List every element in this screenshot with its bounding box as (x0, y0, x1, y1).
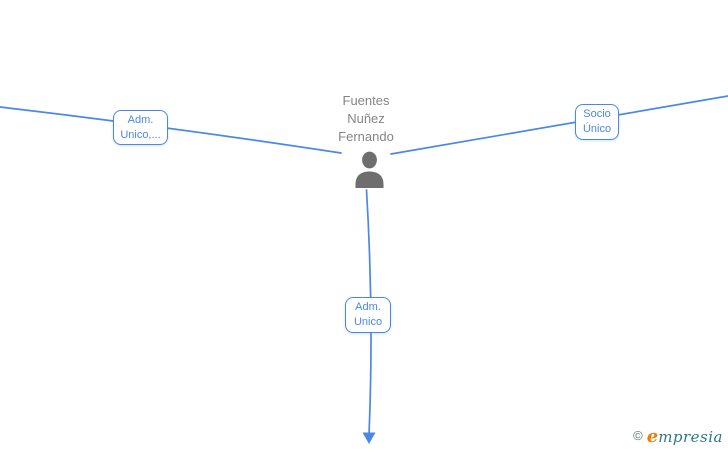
copyright-icon: © (633, 428, 643, 443)
edge-label-line: Socio (583, 108, 611, 120)
central-node-name: Fuentes Nuñez Fernando (266, 92, 466, 146)
edge-label-line: Unico (353, 316, 383, 328)
central-node-name-line: Fernando (338, 129, 394, 144)
edge-label-line: Único (582, 123, 612, 135)
edge-label-line: Unico,... (120, 128, 161, 141)
person-icon[interactable] (355, 151, 384, 188)
central-node-name-line: Fuentes (342, 93, 390, 108)
central-node-name-line: Nuñez (347, 111, 385, 126)
empresia-logo-initial: e (646, 426, 659, 447)
edge-label-adm-unico-left[interactable]: Adm. Unico,... (113, 110, 168, 145)
arrow-down-icon (362, 432, 376, 444)
edge-label-socio-unico[interactable]: Socio Único (575, 104, 619, 140)
edge-label-adm-unico-bottom[interactable]: Adm. Unico (345, 297, 391, 333)
edge-left (0, 106, 342, 154)
edge-right (390, 95, 728, 155)
edge-label-line: Adm. (355, 301, 381, 313)
empresia-logo: ©empresia (633, 426, 723, 447)
empresia-logo-text: mpresia (658, 428, 723, 446)
person-icon-body (355, 171, 384, 188)
person-icon-head (362, 151, 377, 169)
edge-label-line: Adm. (127, 113, 154, 126)
